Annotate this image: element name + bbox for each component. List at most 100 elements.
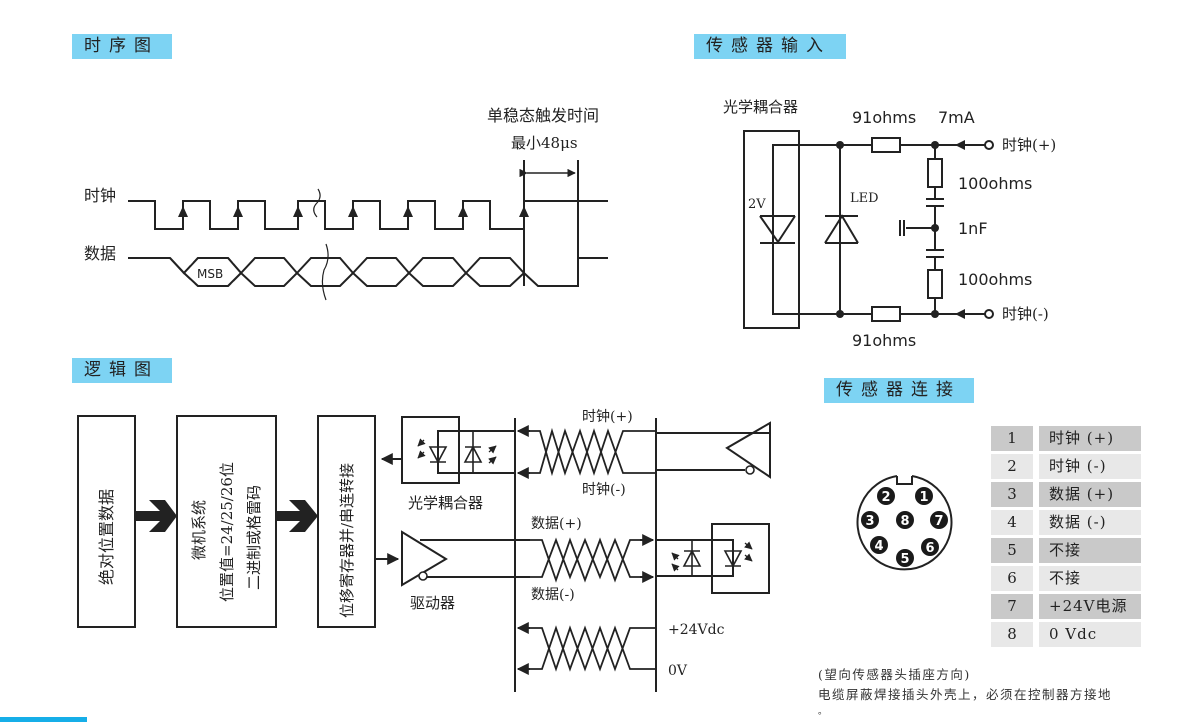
r100-top-value: 100ohms — [958, 174, 1032, 193]
connector-pin — [896, 511, 914, 529]
block-microcomputer — [176, 415, 277, 628]
driver-label: 驱动器 — [410, 594, 455, 612]
pin-number: 6 — [991, 566, 1033, 591]
connector-pin-label: 7 — [934, 514, 943, 529]
resistor-bottom-value: 91ohms — [852, 331, 916, 350]
section-label-timing: 时序图 — [72, 34, 172, 59]
monostable-min-label: 最小48μs — [511, 134, 578, 152]
optocoupler-label: 光学耦合器 — [723, 98, 798, 116]
capacitor-value: 1nF — [958, 219, 988, 238]
monostable-label: 单稳态触发时间 — [487, 106, 599, 125]
resistor-top-value: 91ohms — [852, 108, 916, 127]
orientation-note: (望向传感器头插座方向) — [818, 667, 971, 682]
shield-note: 电缆屏蔽焊接插头外壳上，必须在控制器方接地 — [818, 687, 1113, 702]
block-flow-arrows — [135, 500, 318, 532]
pin-number: 5 — [991, 538, 1033, 563]
led-label: LED — [850, 191, 879, 206]
twisted-pair-data — [530, 537, 652, 583]
logic-diagram — [77, 415, 771, 692]
clock-edge-arrows — [178, 206, 529, 217]
pin-description: 不接 — [1039, 538, 1141, 563]
circuit-junctions — [836, 140, 965, 319]
optocoupler-box — [743, 130, 800, 329]
pin-description: 时钟 (+) — [1039, 426, 1141, 451]
twisted-pair-supply — [530, 625, 656, 672]
supply-zero-label: 0V — [668, 663, 688, 679]
clock-break-mark — [313, 188, 321, 218]
connector-pin — [870, 536, 888, 554]
pin-description: +24V电源 — [1039, 594, 1141, 619]
terminal-clock-minus — [984, 309, 994, 319]
light-emission-arrows — [417, 438, 753, 572]
accent-bar — [0, 717, 87, 722]
optocoupler-block — [401, 416, 460, 484]
data-label: 数据 — [84, 244, 116, 263]
logic-optocoupler-label: 光学耦合器 — [408, 494, 483, 512]
clock-minus-label: 时钟(-) — [1002, 305, 1049, 323]
pin-number: 1 — [991, 426, 1033, 451]
shield-note-end: 。 — [818, 707, 829, 717]
block-shift-register — [317, 415, 376, 628]
clock-label: 时钟 — [84, 186, 116, 205]
pin-number: 8 — [991, 622, 1033, 647]
pin-description: 数据 (-) — [1039, 510, 1141, 535]
connector-pin — [921, 538, 939, 556]
connector-pin-label: 8 — [900, 514, 909, 529]
line-driver-clock — [725, 421, 771, 479]
pin-description: 0 Vdc — [1039, 622, 1141, 647]
block-mcu-line1: 微机系统 — [190, 500, 208, 560]
pin-number: 2 — [991, 454, 1033, 479]
internal-diode — [759, 215, 796, 244]
terminal-clock-plus — [984, 140, 994, 150]
data-break-mark — [321, 243, 329, 301]
current-value: 7mA — [938, 108, 975, 127]
connector-pin — [896, 549, 914, 567]
led-diode — [824, 214, 859, 244]
pin-description: 不接 — [1039, 566, 1141, 591]
table-row: 7+24V电源 — [991, 594, 1141, 619]
connector-pin-label: 5 — [900, 552, 909, 567]
r100-bottom-value: 100ohms — [958, 270, 1032, 289]
section-label-sensor-connection: 传感器连接 — [824, 378, 974, 403]
logic-clock-minus-label: 时钟(-) — [582, 481, 626, 498]
connector-pin — [915, 487, 933, 505]
supply-plus-label: +24Vdc — [668, 622, 725, 638]
twisted-pair-clock — [530, 427, 656, 477]
connector-pin-label: 4 — [874, 539, 883, 554]
block-absolute-position-label: 绝对位置数据 — [97, 489, 116, 585]
internal-loop — [772, 144, 840, 315]
connector-pin — [930, 511, 948, 529]
section-label-sensor-input: 传感器输入 — [694, 34, 846, 59]
pin-number: 7 — [991, 594, 1033, 619]
connector-pin — [877, 487, 895, 505]
voltage-label: 2V — [748, 197, 766, 212]
connector-pin-label: 3 — [865, 514, 874, 529]
connector-pin-label: 1 — [919, 490, 928, 505]
block-mcu-line2: 位置值=24/25/26位 — [218, 462, 236, 602]
connector-pin-label: 6 — [925, 541, 934, 556]
connector-pin — [861, 511, 879, 529]
sensor-input-circuit — [743, 130, 994, 329]
clock-waveform — [128, 200, 608, 230]
logic-data-plus-label: 数据(+) — [531, 516, 582, 532]
pin-number: 4 — [991, 510, 1033, 535]
section-label-logic: 逻辑图 — [72, 358, 172, 383]
logic-data-minus-label: 数据(-) — [531, 587, 575, 603]
block-shift-register-label: 位移寄存器并/串连转接 — [338, 463, 356, 618]
logic-clock-plus-label: 时钟(+) — [582, 408, 633, 425]
clock-plus-label: 时钟(+) — [1002, 136, 1056, 154]
block-absolute-position — [77, 415, 136, 628]
pin-number: 3 — [991, 482, 1033, 507]
pin-description: 数据 (+) — [1039, 482, 1141, 507]
block-mcu-line3: 二进制或格雷码 — [245, 485, 263, 590]
